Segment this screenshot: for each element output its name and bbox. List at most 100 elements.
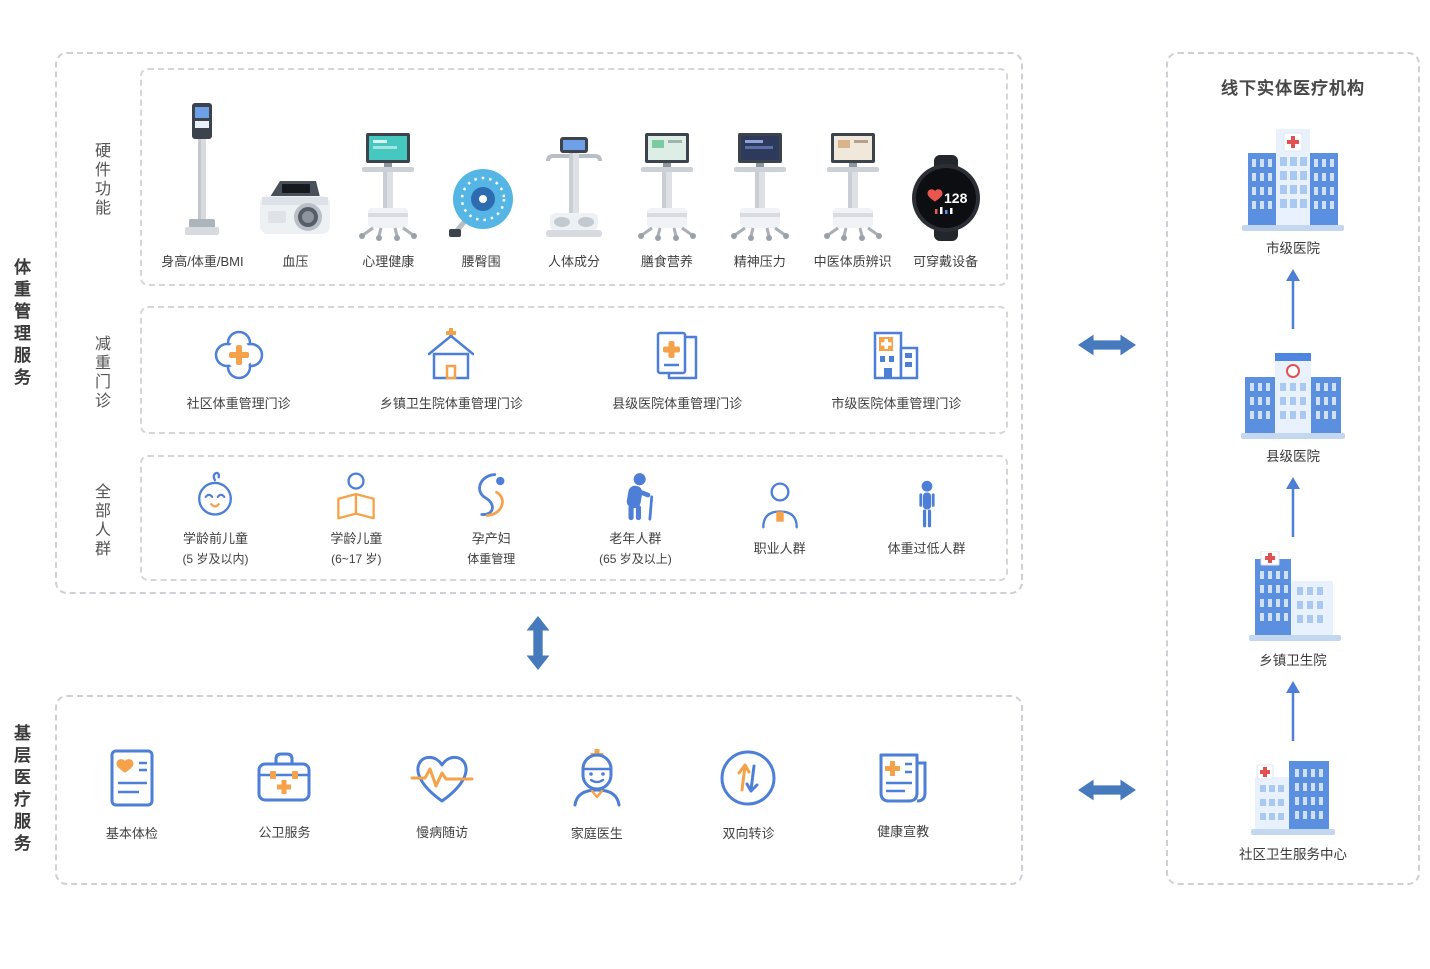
watch-heart-rate-value: 128 — [944, 190, 968, 206]
community-center-icon — [1251, 761, 1335, 835]
hardware-item: 人体成分 — [528, 137, 621, 270]
family-doctor-icon — [573, 748, 621, 806]
professional-icon — [761, 482, 798, 529]
hardware-item-label: 腰臀围 — [461, 254, 501, 269]
population-item-sublabel: (6~17 岁) — [331, 552, 382, 566]
population-item-sublabel: (65 岁及以上) — [599, 552, 672, 566]
population-item-label: 老年人群 — [609, 531, 662, 546]
population-item: 学龄前儿童 (5 岁及以内) — [182, 469, 248, 567]
county-clinic-document-icon — [656, 331, 698, 380]
institution-label: 市级医院 — [1266, 241, 1320, 256]
population-item: 职业人群 — [753, 479, 807, 557]
chronic-disease-heart-icon — [410, 755, 474, 802]
underweight-person-icon — [918, 480, 935, 528]
bottom-double-arrow-icon — [1078, 779, 1136, 801]
county-hospital-icon — [1241, 353, 1345, 439]
stress-cart-icon — [730, 133, 789, 241]
population-item: 孕产妇 体重管理 — [464, 469, 518, 567]
hardware-item-label: 可穿戴设备 — [913, 254, 979, 269]
hardware-item: 心理健康 — [342, 133, 435, 270]
clinic-item: 县级医院体重管理门诊 — [612, 328, 742, 412]
hardware-item: 膳食营养 — [620, 133, 713, 270]
hardware-item: 腰臀围 — [435, 165, 528, 270]
hardware-item: 中医体质辨识 — [806, 133, 899, 270]
primary-care-item-label: 家庭医生 — [570, 825, 623, 841]
blood-pressure-device-icon — [260, 181, 331, 234]
hardware-item-label: 心理健康 — [362, 254, 415, 269]
institution-label: 县级医院 — [1266, 449, 1320, 464]
institution-city-hospital: 市级医院 — [1234, 125, 1352, 257]
population-item-label: 学龄前儿童 — [182, 531, 248, 546]
health-checkup-icon — [110, 749, 154, 806]
township-clinic-house-icon — [428, 328, 475, 380]
health-education-icon — [879, 753, 927, 802]
clinic-item-label: 县级医院体重管理门诊 — [612, 396, 743, 411]
preschool-child-icon — [198, 471, 233, 516]
top-double-arrow-icon — [1078, 334, 1136, 356]
hardware-section-label: 硬件功能 — [92, 142, 109, 218]
primary-care-box: 基本体检 公卫服务 慢病随访 — [55, 695, 1023, 885]
hardware-item: 身高/体重/BMI — [156, 101, 249, 270]
township-hospital-icon — [1249, 551, 1341, 641]
institution-label: 社区卫生服务中心 — [1239, 847, 1347, 862]
population-item-sublabel: 体重管理 — [467, 552, 516, 566]
clinic-item-label: 市级医院体重管理门诊 — [831, 396, 962, 411]
referral-icon — [720, 750, 776, 805]
primary-care-item-label: 双向转诊 — [722, 825, 775, 841]
primary-care-item-label: 健康宣教 — [877, 823, 930, 839]
hardware-item: 128 可穿戴设备 — [899, 155, 992, 270]
up-arrow-icon — [1286, 269, 1300, 329]
body-composition-device-icon — [546, 137, 602, 237]
up-arrow-icon — [1286, 477, 1300, 537]
hardware-box: 身高/体重/BMI 血压 — [140, 68, 1008, 286]
clinics-box: 社区体重管理门诊 乡镇卫生院体重管理门诊 县级医院体重管理门诊 — [140, 306, 1008, 434]
hardware-item: 血压 — [249, 175, 342, 270]
school-child-icon — [337, 472, 376, 520]
population-item-sublabel: (5 岁及以内) — [182, 552, 249, 566]
clinic-item: 社区体重管理门诊 — [187, 328, 291, 412]
institution-label: 乡镇卫生院 — [1259, 653, 1327, 668]
primary-care-item-label: 基本体检 — [105, 825, 158, 841]
institutions-title: 线下实体医疗机构 — [1221, 79, 1365, 98]
primary-care-item: 基本体检 — [103, 747, 161, 842]
public-health-kit-icon — [257, 752, 311, 801]
primary-care-item: 健康宣教 — [871, 749, 935, 840]
institutions-box: 线下实体医疗机构 — [1166, 52, 1420, 885]
vertical-double-arrow-icon — [526, 616, 550, 670]
hardware-item-label: 精神压力 — [733, 254, 786, 269]
pregnant-woman-icon — [478, 473, 505, 517]
hardware-item-label: 人体成分 — [548, 254, 601, 269]
clinics-section-label: 减重门诊 — [92, 335, 109, 411]
population-item: 老年人群 (65 岁及以上) — [599, 469, 672, 567]
primary-care-item: 双向转诊 — [717, 747, 779, 842]
hardware-item-label: 身高/体重/BMI — [161, 254, 244, 269]
height-weight-bmi-device-icon — [185, 103, 220, 235]
population-item: 体重过低人群 — [888, 479, 966, 557]
primary-care-item-label: 公卫服务 — [258, 824, 311, 840]
tcm-constitution-cart-icon — [823, 133, 882, 241]
clinic-item-label: 社区体重管理门诊 — [186, 396, 291, 411]
population-item-label: 学龄儿童 — [330, 531, 383, 546]
clinic-item-label: 乡镇卫生院体重管理门诊 — [379, 396, 523, 411]
institution-county-hospital: 县级医院 — [1235, 343, 1351, 465]
left-label-primary-care: 基层医疗服务 — [11, 724, 30, 856]
elderly-icon — [627, 473, 654, 521]
smartwatch-icon: 128 — [911, 155, 980, 241]
clinic-item: 乡镇卫生院体重管理门诊 — [380, 328, 523, 412]
hardware-item-label: 膳食营养 — [640, 254, 693, 269]
hardware-item: 精神压力 — [713, 133, 806, 270]
mental-health-cart-icon — [359, 133, 418, 241]
population-item: 学龄儿童 (6~17 岁) — [329, 469, 383, 567]
primary-care-item: 慢病随访 — [408, 748, 476, 841]
primary-care-item: 家庭医生 — [568, 747, 626, 842]
left-label-weight-management: 体重管理服务 — [11, 258, 30, 390]
primary-care-item: 公卫服务 — [252, 748, 316, 841]
population-item-label: 体重过低人群 — [887, 541, 966, 556]
clinic-item: 市级医院体重管理门诊 — [831, 328, 961, 412]
populations-section-label: 全部人群 — [92, 483, 109, 559]
hardware-item-label: 中医体质辨识 — [813, 254, 892, 269]
primary-care-item-label: 慢病随访 — [416, 824, 469, 840]
community-clinic-icon — [214, 330, 263, 380]
up-arrow-icon — [1286, 681, 1300, 741]
